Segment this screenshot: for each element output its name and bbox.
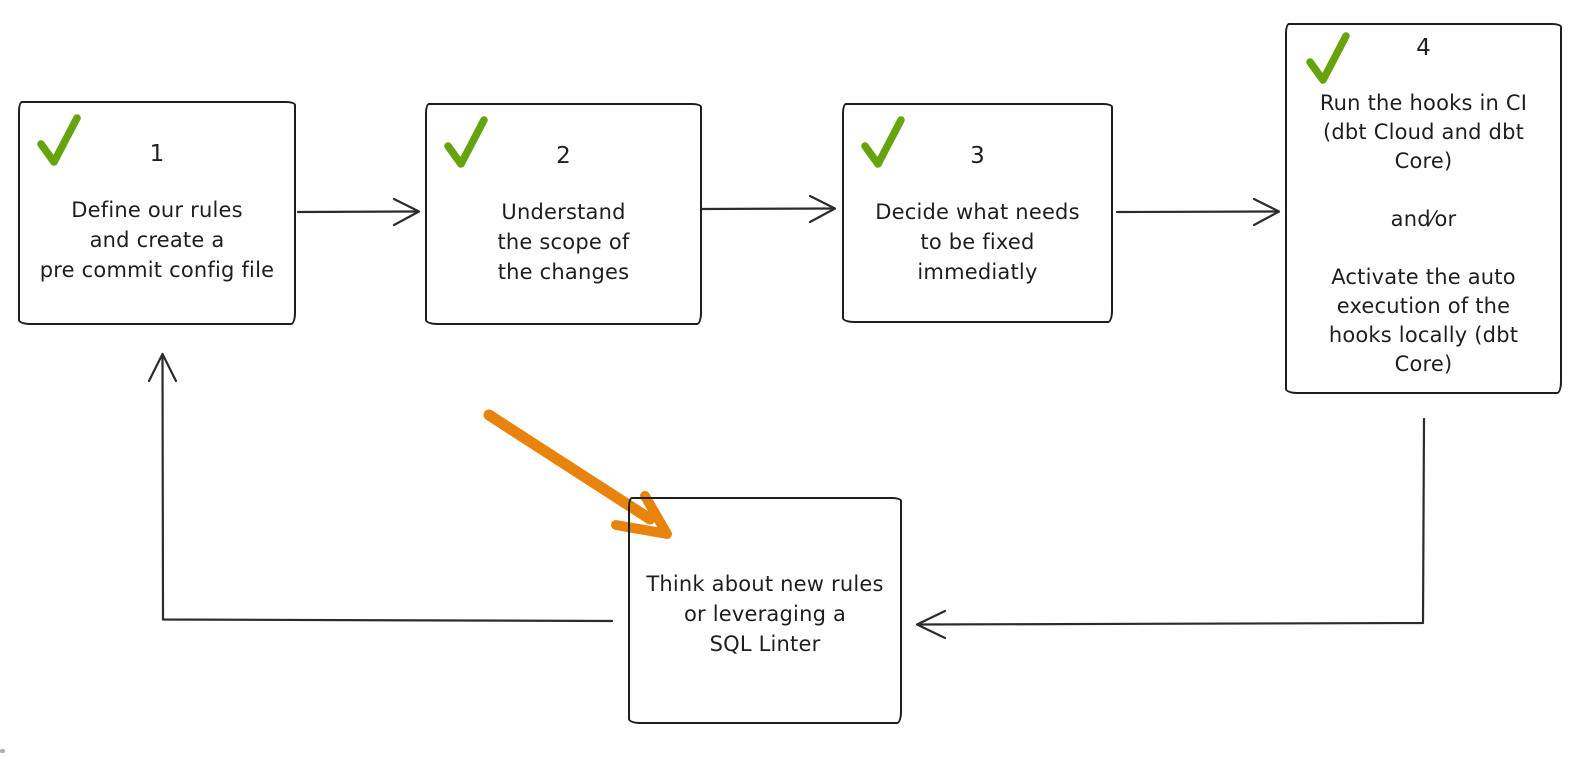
arrow-step3-to-step4[interactable] [1115, 197, 1281, 227]
checkmark-icon [861, 116, 905, 168]
orange-arrow[interactable] [483, 409, 672, 539]
arrow-loop-to-step1[interactable] [147, 352, 614, 623]
step-number: 4 [1416, 35, 1431, 61]
checkmark-icon [37, 114, 81, 166]
checkmark-icon [444, 116, 488, 168]
step-label: Define our rules and create a pre commit… [39, 198, 275, 282]
loop-box-label: Think about new rules or leveraging a SQ… [646, 572, 884, 656]
step-box-1[interactable]: 1 Define our rules and create a pre comm… [18, 101, 296, 325]
step-number: 1 [149, 141, 165, 167]
step-number: 2 [556, 143, 571, 169]
loop-box[interactable]: Think about new rules or leveraging a SQ… [628, 497, 902, 724]
step-label: Run the hooks in CI (dbt Cloud and dbt C… [1319, 91, 1528, 376]
step-box-4[interactable]: 4 Run the hooks in CI (dbt Cloud and dbt… [1285, 23, 1562, 394]
step-box-2[interactable]: 2 Understand the scope of the changes [425, 103, 702, 325]
step-label: Understand the scope of the changes [497, 200, 630, 284]
arrow-step1-to-step2[interactable] [296, 197, 421, 227]
step-number: 3 [970, 143, 985, 169]
step-label: Decide what needs to be fixed immediatly [875, 200, 1080, 284]
stray-mark [0, 749, 5, 753]
checkmark-icon [1306, 32, 1350, 84]
arrow-step4-to-loop[interactable] [915, 417, 1426, 640]
arrow-step2-to-step3[interactable] [699, 194, 837, 224]
step-box-3[interactable]: 3 Decide what needs to be fixed immediat… [842, 103, 1113, 323]
